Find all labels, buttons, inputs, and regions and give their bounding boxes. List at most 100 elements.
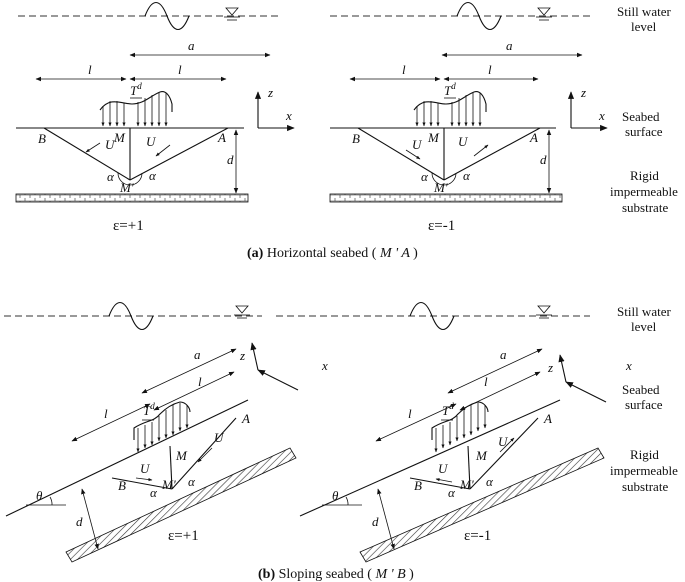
- axes-a-left: z x: [254, 85, 295, 132]
- seabed-surface-label-a-1: Seabed: [622, 109, 660, 124]
- svg-text:level: level: [631, 319, 657, 334]
- svg-text:ε=-1: ε=-1: [428, 218, 455, 234]
- U-label: U: [146, 134, 157, 149]
- svg-text:a: a: [194, 347, 201, 362]
- svg-text:l: l: [104, 406, 108, 421]
- svg-text:U: U: [214, 430, 225, 445]
- traction-arrows: [434, 403, 487, 453]
- svg-text:Td: Td: [442, 401, 454, 418]
- svg-text:z: z: [267, 85, 273, 100]
- axes-b-left: z x: [239, 342, 328, 391]
- svg-text:z: z: [580, 85, 586, 100]
- traction-arrows: [415, 92, 482, 127]
- diagram-a-right: a l l Td B A: [329, 38, 583, 234]
- svg-text:l: l: [198, 374, 202, 389]
- svg-text:A: A: [543, 411, 552, 426]
- a-label: a: [188, 38, 195, 53]
- svg-text:M: M: [475, 448, 488, 463]
- caption-b: (b) Sloping seabed ( M ' B ): [258, 567, 414, 582]
- rigid-label-a-2: impermeable: [610, 184, 678, 199]
- svg-text:l: l: [402, 62, 406, 77]
- svg-text:α: α: [463, 168, 471, 183]
- svg-text:A: A: [241, 411, 250, 426]
- svg-text:A: A: [529, 130, 538, 145]
- water-level-symbol: [224, 7, 552, 21]
- svg-text:ε=-1: ε=-1: [464, 528, 491, 544]
- svg-text:z: z: [239, 348, 245, 363]
- svg-text:Td: Td: [143, 401, 155, 418]
- diagram-b-left: θ a l l Td: [5, 347, 297, 563]
- alpha-label: α: [107, 169, 115, 184]
- d-label: d: [227, 152, 234, 167]
- l-label: l: [178, 62, 182, 77]
- point-M-prime: M': [119, 180, 134, 195]
- svg-text:U: U: [140, 461, 151, 476]
- svg-text:ε=+1: ε=+1: [168, 528, 199, 544]
- svg-text:surface: surface: [625, 397, 663, 412]
- rigid-substrate: [65, 447, 297, 563]
- svg-text:a: a: [500, 347, 507, 362]
- svg-text:U: U: [498, 434, 509, 449]
- traction-arrows: [101, 92, 168, 127]
- svg-text:M': M': [161, 477, 176, 492]
- U-label: U: [105, 137, 116, 152]
- svg-text:B: B: [352, 131, 360, 146]
- diagram-a-left: a l l Td: [15, 38, 271, 234]
- rigid-substrate: [15, 193, 249, 203]
- rigid-label-a-3: substrate: [622, 200, 668, 215]
- caption-a: (a) Horizontal seabed ( M ' A ): [247, 246, 418, 261]
- svg-text:B: B: [118, 478, 126, 493]
- svg-text:U: U: [438, 461, 449, 476]
- still-water-label-a-2: level: [631, 19, 657, 34]
- still-water-label-a-1: Still water: [617, 4, 671, 19]
- svg-text:x: x: [285, 108, 292, 123]
- axes-b-right: z x: [547, 354, 632, 403]
- l-label: l: [88, 62, 92, 77]
- svg-text:U: U: [458, 134, 469, 149]
- svg-text:l: l: [484, 374, 488, 389]
- svg-text:a: a: [506, 38, 513, 53]
- svg-text:M: M: [175, 448, 188, 463]
- svg-text:substrate: substrate: [622, 479, 668, 494]
- point-B: B: [38, 131, 46, 146]
- wave-a-right: [456, 1, 502, 31]
- svg-text:l: l: [408, 406, 412, 421]
- epsilon-label: ε=+1: [113, 218, 144, 234]
- point-M: M: [113, 130, 126, 145]
- svg-text:l: l: [488, 62, 492, 77]
- svg-text:α: α: [150, 485, 158, 500]
- seabed-surface-label-a-2: surface: [625, 124, 663, 139]
- water-level-symbol: [234, 305, 552, 319]
- svg-text:M': M': [433, 180, 448, 195]
- svg-text:Rigid: Rigid: [630, 447, 659, 462]
- svg-text:Td: Td: [444, 81, 456, 98]
- traction-label: Td: [130, 81, 142, 98]
- panel-b: Still water level Seabed surface Rigid i…: [4, 301, 678, 582]
- svg-text:Still water: Still water: [617, 304, 671, 319]
- svg-text:x: x: [625, 358, 632, 373]
- svg-text:x: x: [321, 358, 328, 373]
- svg-text:impermeable: impermeable: [610, 463, 678, 478]
- svg-text:θ: θ: [332, 488, 339, 503]
- svg-text:θ: θ: [36, 488, 43, 503]
- svg-text:M': M': [459, 477, 474, 492]
- svg-text:z: z: [547, 360, 553, 375]
- panel-a: Still water level Seabed surface Rigid i…: [15, 1, 678, 261]
- svg-text:M: M: [427, 130, 440, 145]
- diagram-b-right: θ a l l Td B A: [299, 347, 605, 563]
- wave-a-left: [144, 1, 190, 31]
- traction-arrows: [136, 403, 189, 453]
- rigid-label-a-1: Rigid: [630, 168, 659, 183]
- svg-text:U: U: [412, 137, 423, 152]
- svg-text:α: α: [188, 474, 196, 489]
- svg-text:B: B: [414, 478, 422, 493]
- svg-text:x: x: [598, 108, 605, 123]
- svg-text:α: α: [486, 474, 494, 489]
- point-A: A: [217, 130, 226, 145]
- svg-text:Seabed: Seabed: [622, 382, 660, 397]
- axes-a-right: z x: [567, 85, 608, 132]
- svg-text:d: d: [372, 514, 379, 529]
- alpha-label: α: [149, 168, 157, 183]
- svg-text:α: α: [448, 485, 456, 500]
